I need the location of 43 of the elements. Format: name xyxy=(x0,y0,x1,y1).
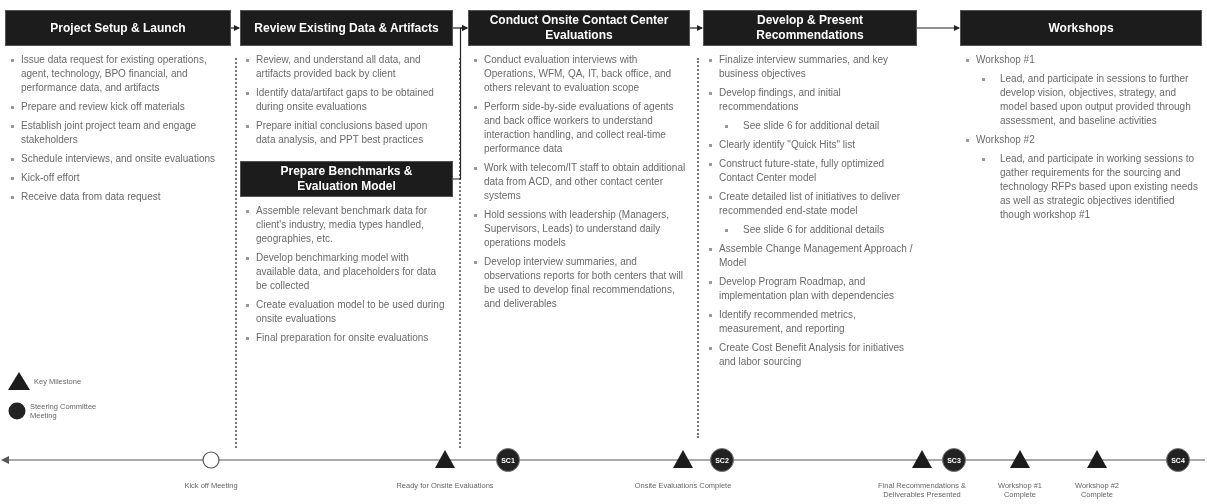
bullet-text: Perform side-by-side evaluations of agents and back office workers to understand interaction handling, and collect real-time performance data xyxy=(484,100,675,156)
bullet-text: Workshop #1 xyxy=(976,53,1035,67)
phase-header: Prepare Benchmarks & Evaluation Model xyxy=(240,161,453,197)
bullet-text: Create detailed list of initiatives to deliver recommended end-state model xyxy=(719,190,902,218)
bullet-text: Conduct evaluation interviews with Operations, WFM, QA, IT, back office, and others relevant to evaluation scope xyxy=(484,53,673,95)
phase-header: Conduct Onsite Contact Center Evaluations xyxy=(468,10,690,46)
arrow xyxy=(916,25,960,31)
bullet-text: Develop findings, and initial recommendations xyxy=(719,86,842,114)
bullet-text: Workshop #2 xyxy=(976,133,1035,147)
phase-header: Review Existing Data & Artifacts xyxy=(240,10,453,46)
bullet-text: See slide 6 for additional detail xyxy=(743,119,880,133)
phase-header: Project Setup & Launch xyxy=(5,10,231,46)
bullet-text: Prepare initial conclusions based upon data analysis, and PPT best practices xyxy=(256,119,429,147)
arrow xyxy=(689,25,703,31)
bullet-text: Kick-off effort xyxy=(21,171,80,185)
bullet-text: Lead, and participate in sessions to further develop vision, objectives, strategy, and model based upon output provided through assessment, and baseline activities xyxy=(1000,72,1192,128)
arrow xyxy=(452,25,468,180)
bullet-text: Finalize interview summaries, and key business objectives xyxy=(719,53,889,81)
bullet-text: Develop benchmarking model with available data, and placeholders for data be collected xyxy=(256,251,438,293)
bullet-text: Identify recommended metrics, measurement, and reporting xyxy=(719,308,857,336)
bullet-text: Create evaluation model to be used during onsite evaluations xyxy=(256,298,446,326)
bullet-text: Develop interview summaries, and observations reports for both centers that will be used to develop final recommendations, and deliverables xyxy=(484,255,684,311)
phase-header: Develop & Present Recommendations xyxy=(703,10,917,46)
arrow xyxy=(230,25,240,31)
bullet-text: Lead, and participate in working sessions to gather requirements for the sourcing and technology RFPs based upon existing needs as well as strategic objectives identified though workshop #1 xyxy=(1000,152,1198,222)
bullet-text: Schedule interviews, and onsite evaluations xyxy=(21,152,215,166)
bullet-text: See slide 6 for additional details xyxy=(743,223,885,237)
bullet-text: Issue data request for existing operations, agent, technology, BPO financial, and performance data, and artifacts xyxy=(21,53,208,95)
bullet-text: Assemble Change Management Approach / Model xyxy=(719,242,913,270)
bullet-text: Create Cost Benefit Analysis for initiatives and labor sourcing xyxy=(719,341,906,369)
bullet-text: Establish joint project team and engage stakeholders xyxy=(21,119,198,147)
bullet-text: Hold sessions with leadership (Managers, Supervisors, Leads) to understand daily operations models xyxy=(484,208,671,250)
bullet-text: Develop Program Roadmap, and implementation plan with dependencies xyxy=(719,275,896,303)
phase-header: Workshops xyxy=(960,10,1202,46)
bullet-text: Clearly identify "Quick Hits" list xyxy=(719,138,856,152)
bullet-text: Prepare and review kick off materials xyxy=(21,100,185,114)
bullet-text: Final preparation for onsite evaluations xyxy=(256,331,429,345)
bullet-text: Construct future-state, fully optimized Contact Center model xyxy=(719,157,886,185)
bullet-text: Identify data/artifact gaps to be obtained during onsite evaluations xyxy=(256,86,435,114)
bullet-text: Receive data from data request xyxy=(21,190,161,204)
bullet-text: Work with telecom/IT staff to obtain additional data from ACD, and other contact center systems xyxy=(484,161,686,203)
bullet-text: Assemble relevant benchmark data for client's industry, media types handled, geographies, etc. xyxy=(256,204,429,246)
bullet-text: Review, and understand all data, and artifacts provided back by client xyxy=(256,53,422,81)
